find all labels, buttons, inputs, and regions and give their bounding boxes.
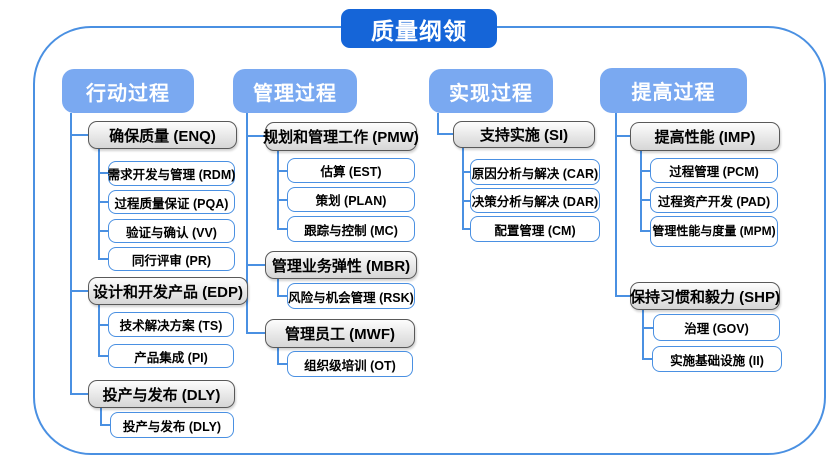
connector-line [70,393,90,395]
connector-line [246,135,267,137]
node-mc: 跟踪与控制 (MC) [287,216,415,242]
connector-line [246,113,248,334]
connector-line [246,264,267,266]
node-car: 原因分析与解决 (CAR) [470,159,600,185]
node-si: 支持实施 (SI) [453,121,595,148]
connector-line [277,295,287,297]
connector-line [642,310,644,359]
connector-line [277,228,287,230]
connector-line [462,228,470,230]
connector-line [70,134,90,136]
node-pi: 产品集成 (PI) [108,344,234,368]
connector-line [640,170,650,172]
connector-line [98,258,108,260]
node-shp: 保持习惯和毅力 (SHP) [630,282,780,310]
connector-line [98,305,100,356]
connector-line [98,355,108,357]
node-enq: 确保质量 (ENQ) [88,121,237,149]
node-vv: 验证与确认 (VV) [108,219,235,243]
node-est: 估算 (EST) [287,158,415,183]
connector-line [100,408,102,425]
node-pcm: 过程管理 (PCM) [650,158,778,183]
connector-line [98,172,108,174]
column-header-action-process: 行动过程 [62,69,194,113]
connector-line [437,113,439,135]
connector-line [98,149,100,259]
node-edp: 设计和开发产品 (EDP) [88,277,248,305]
connector-line [462,148,464,229]
connector-line [246,332,267,334]
connector-line [642,358,652,360]
connector-line [98,230,108,232]
node-ii: 实施基础设施 (II) [652,346,782,372]
node-rdm: 需求开发与管理 (RDM) [108,161,235,186]
column-header-management-process: 管理过程 [233,69,357,113]
connector-line [277,279,279,296]
connector-line [277,170,287,172]
node-dly: 投产与发布 (DLY) [88,380,235,408]
connector-line [615,295,632,297]
connector-line [642,327,653,329]
connector-line [277,199,287,201]
connector-line [640,151,642,231]
column-header-implementation-process: 实现过程 [429,69,553,113]
connector-line [640,230,650,232]
connector-line [277,363,287,365]
node-imp: 提高性能 (IMP) [630,122,780,151]
node-plan: 策划 (PLAN) [287,187,415,212]
node-dar: 决策分析与解决 (DAR) [470,188,600,213]
column-header-improvement-process: 提高过程 [600,68,747,113]
connector-line [277,151,279,229]
connector-line [615,113,617,297]
node-ot: 组织级培训 (OT) [287,351,413,377]
connector-line [100,424,110,426]
connector-line [70,290,90,292]
connector-line [462,200,470,202]
node-mwf: 管理员工 (MWF) [265,319,415,348]
node-rsk: 风险与机会管理 (RSK) [287,283,415,309]
connector-line [98,324,108,326]
connector-line [462,171,470,173]
diagram-title: 质量纲领 [341,9,497,48]
node-mpm: 管理性能与度量 (MPM) [650,216,778,247]
node-pqa: 过程质量保证 (PQA) [108,190,235,214]
node-gov: 治理 (GOV) [653,314,780,341]
node-ts: 技术解决方案 (TS) [108,312,234,337]
connector-line [640,199,650,201]
connector-line [70,113,72,395]
node-pr: 同行评审 (PR) [108,247,235,271]
node-dly-child: 投产与发布 (DLY) [110,412,234,438]
connector-line [437,133,455,135]
connector-line [615,135,632,137]
node-mbr: 管理业务弹性 (MBR) [265,251,417,279]
connector-line [277,348,279,364]
node-pad: 过程资产开发 (PAD) [650,187,778,213]
node-pmw: 规划和管理工作 (PMW) [263,122,419,151]
node-cm: 配置管理 (CM) [470,216,600,242]
connector-line [98,201,108,203]
